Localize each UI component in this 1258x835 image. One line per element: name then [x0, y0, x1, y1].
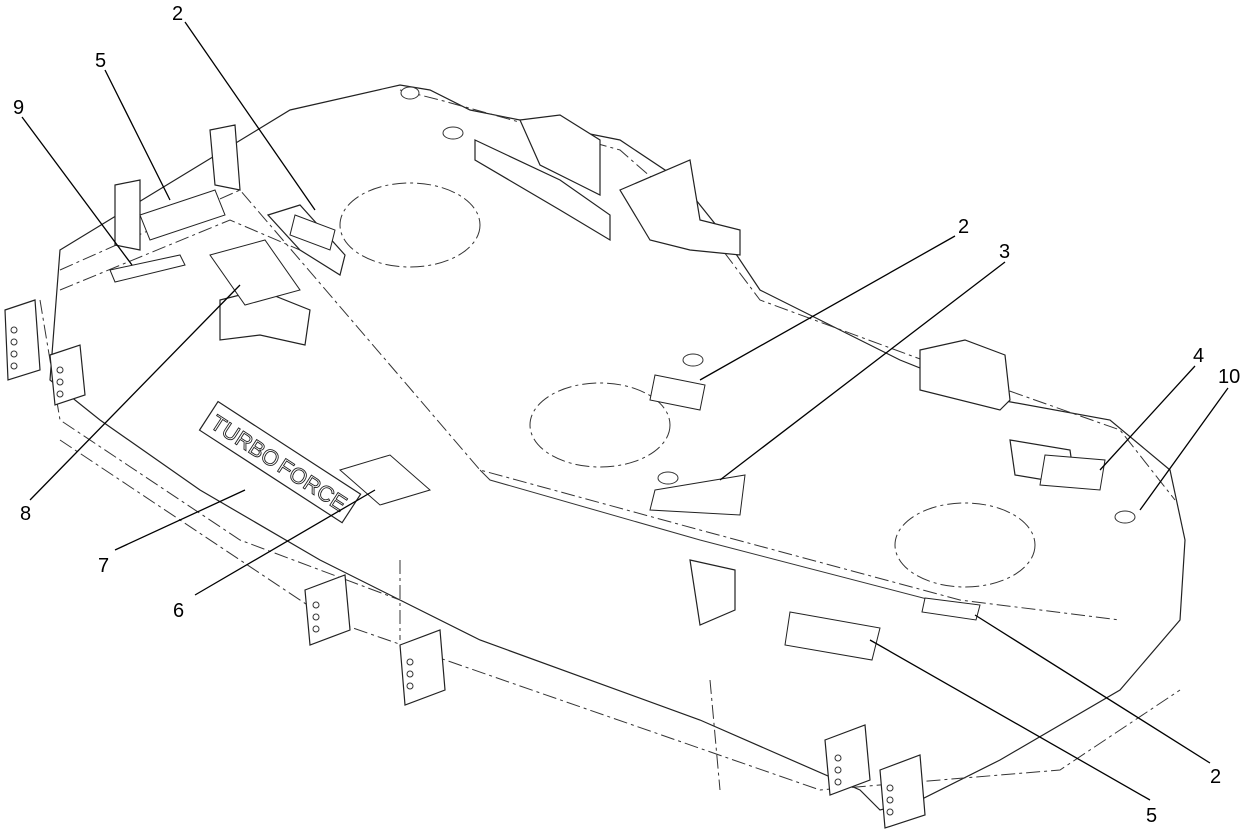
spindle-openings	[339, 86, 1136, 588]
mount-brackets	[114, 114, 1076, 626]
callout-labels: 2 5 9 2 3 4 10 8 7 6 2 5	[13, 3, 1240, 827]
callout-3: 3	[999, 241, 1010, 263]
decal-6	[338, 454, 432, 506]
decals	[109, 189, 1106, 661]
decal-2-bot	[921, 597, 981, 621]
callout-2-top: 2	[172, 3, 183, 25]
callout-7: 7	[98, 555, 109, 577]
callout-9: 9	[13, 97, 24, 119]
callout-5-top: 5	[95, 50, 106, 72]
leader-lines	[21, 21, 1229, 801]
callout-8: 8	[20, 503, 31, 525]
callout-2-mid: 2	[958, 216, 969, 238]
decal-pad-left	[209, 239, 301, 306]
decal-5-bot	[784, 611, 881, 661]
callout-10: 10	[1218, 366, 1240, 388]
decal-safety-top	[139, 189, 226, 241]
callout-6: 6	[173, 600, 184, 622]
decal-3	[649, 474, 746, 516]
decal-strip-9	[109, 254, 186, 283]
callout-4: 4	[1193, 345, 1204, 367]
decal-2-mid	[649, 374, 706, 411]
callout-2-bot: 2	[1210, 766, 1221, 788]
lift-plates	[4, 299, 926, 829]
decal-4	[1039, 454, 1106, 491]
callout-5-bot: 5	[1146, 805, 1157, 827]
decal-2-top	[289, 214, 336, 251]
